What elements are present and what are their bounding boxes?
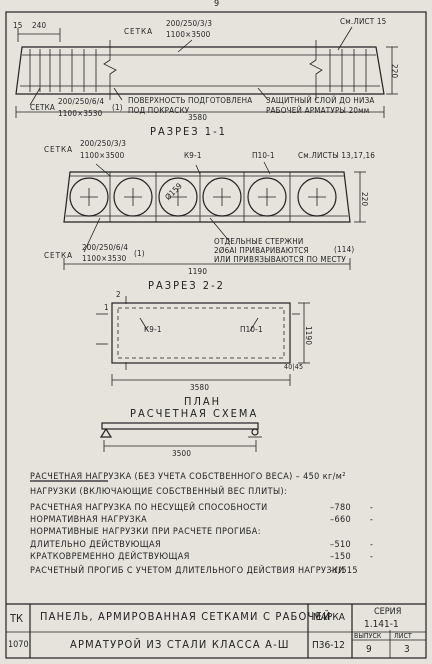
height-220-s11: 220 xyxy=(390,64,399,79)
plan-title: ПЛАН xyxy=(184,395,222,408)
mesh-bottom-label-2: СЕТКА xyxy=(44,251,73,260)
cover-note-2: РАБОЧЕЙ АРМАТУРЫ 20мм xyxy=(266,106,370,115)
mesh-bottom-size-1: 1100×3530 xyxy=(58,109,103,118)
k9-label-s22: К9-1 xyxy=(184,151,202,160)
mesh-top-label-2: СЕТКА xyxy=(44,145,73,154)
tb-mark-label: МАРКА xyxy=(313,612,345,623)
p10-label-s22: П10-1 xyxy=(252,151,275,160)
mesh-bottom-size-2: 1100×3530 xyxy=(82,254,127,263)
tb-code: 1070 xyxy=(8,640,29,650)
length-3580-s11: 3580 xyxy=(188,113,208,122)
surface-note-2: ПОД ПОКРАСКУ xyxy=(128,106,190,115)
mesh-bottom-spec-1: 200/250/6/4 xyxy=(58,97,105,106)
titleblock-lines xyxy=(6,603,426,658)
tb-issue-label: ВЫПУСК xyxy=(354,632,382,640)
tb-tk: ТК xyxy=(10,612,24,625)
scheme-span: 3500 xyxy=(172,449,192,458)
plan-corner-dims: 40|45 xyxy=(284,363,304,371)
tb-mark-value: П36-12 xyxy=(312,640,345,651)
sheet-ref-15: См.ЛИСТ 15 xyxy=(340,17,387,26)
tb-series-value: 1.141-1 xyxy=(364,619,399,630)
mesh-top-size-2: 1100×3500 xyxy=(80,151,125,160)
cover-note-1: ЗАЩИТНЫЙ СЛОЙ ДО НИЗА xyxy=(266,96,375,105)
scheme-drawing xyxy=(99,422,262,452)
note-s22-3: ИЛИ ПРИВЯЗЫВАЮТСЯ ПО МЕСТУ xyxy=(214,255,346,264)
mesh-bottom-label-1: СЕТКА xyxy=(30,103,55,112)
surface-note-1: ПОВЕРХНОСТЬ ПОДГОТОВЛЕНА xyxy=(128,96,253,105)
section-1-1-title: РАЗРЕЗ 1-1 xyxy=(150,125,227,138)
tb-title-2: АРМАТУРОЙ ИЗ СТАЛИ КЛАССА А-Ш xyxy=(70,638,290,651)
section-2-2-title: РАЗРЕЗ 2-2 xyxy=(148,279,225,292)
note-s22-2: 2Ø6АI ПРИВАРИВАЮТСЯ xyxy=(214,246,309,255)
page-number: 9 xyxy=(214,0,220,9)
mesh-bottom-spec-2: 200/250/6/4 xyxy=(82,243,129,252)
plan-drawing xyxy=(96,296,310,386)
tb-sheet-label: ЛИСТ xyxy=(394,632,412,640)
sheet-refs-s22: См.ЛИСТЫ 13,17,16 xyxy=(298,151,376,160)
width-1190-s22: 1190 xyxy=(188,267,208,276)
height-220-s22: 220 xyxy=(360,192,369,207)
sheet-frame xyxy=(5,11,427,659)
tb-series-label: СЕРИЯ xyxy=(374,607,402,617)
scheme-title: РАСЧЕТНАЯ СХЕМА xyxy=(130,407,259,420)
note-ref-114: (114) xyxy=(334,245,355,254)
dim-15: 15 xyxy=(13,21,23,30)
k9-label-plan: К9-1 xyxy=(144,325,162,334)
tb-issue-value: 9 xyxy=(366,644,372,655)
tb-title-1: ПАНЕЛЬ, АРМИРОВАННАЯ СЕТКАМИ С РАБОЧЕЙ xyxy=(40,610,332,623)
dim-240: 240 xyxy=(32,21,47,30)
p10-label-plan: П10-1 xyxy=(240,325,263,334)
width-1190-plan: 1190 xyxy=(304,326,313,346)
mesh-bottom-pos-1: (1) xyxy=(112,103,123,112)
length-3580-plan: 3580 xyxy=(190,383,210,392)
mesh-top-size-1: 1100×3500 xyxy=(166,30,211,39)
section-2-2-drawing xyxy=(63,161,366,270)
plan-cut-1: 1 xyxy=(104,303,109,312)
mesh-top-label-1: СЕТКА xyxy=(124,27,153,36)
note-s22-1: ОТДЕЛЬНЫЕ СТЕРЖНИ xyxy=(214,237,304,246)
mesh-bottom-pos-2: (1) xyxy=(134,249,145,258)
mesh-top-spec-1: 200/250/3/3 xyxy=(166,19,213,28)
mesh-top-spec-2: 200/250/3/3 xyxy=(80,139,127,148)
tb-sheet-value: 3 xyxy=(404,644,410,655)
plan-cut-2: 2 xyxy=(116,290,121,299)
section-1-1-drawing xyxy=(15,26,398,118)
